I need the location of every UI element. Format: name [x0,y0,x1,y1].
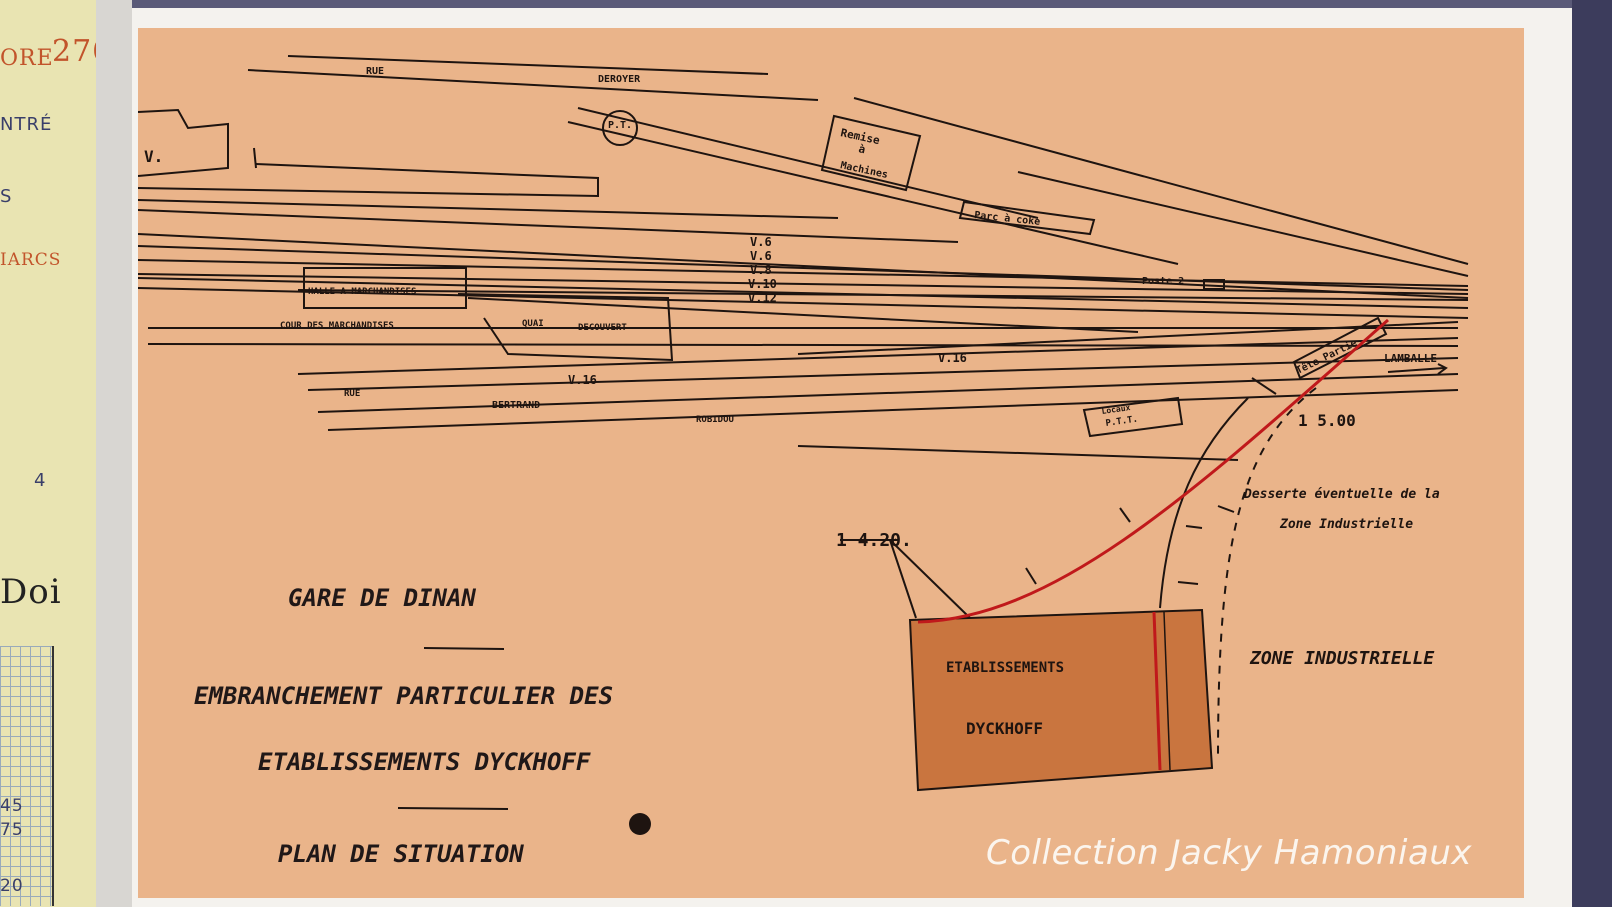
label-track: V.10 [748,277,777,291]
label-locaux: Locaux [1101,403,1131,416]
label-street: RUE [344,389,360,399]
doc-fragment: ORE [0,46,54,71]
doc-fragment: IARCS [0,250,62,270]
label-distance: 1 5.00 [1298,411,1356,430]
establishment-building [908,608,1214,792]
doc-fragment: Doi [0,572,62,612]
ink-dot [629,813,651,835]
doc-fragment: NTRÉ [0,114,53,135]
label-lamballe: LAMBALLE [1384,352,1437,365]
board-edge [96,0,132,907]
graph-grid [0,646,54,906]
wall-edge [1572,0,1612,907]
plan-subtitle: ETABLISSEMENTS DYCKHOFF [258,748,591,776]
track-plan: RUE DEROYER P.T. Remise à Machines Parc … [137,55,1469,868]
label-pt: P.T. [608,120,632,131]
label-track: V. [144,147,163,166]
plan-subtitle: EMBRANCHEMENT PARTICULIER DES [194,682,613,710]
label-remise: à [857,142,866,156]
label-desserte: Desserte éventuelle de la [1243,487,1440,502]
label-cour: COUR DES MARCHANDISES [280,321,394,331]
label-zone: ZONE INDUSTRIELLE [1249,648,1434,669]
track-lines [137,55,1469,810]
label-remise: Machines [839,159,889,181]
doc-fragment: 45 [0,796,24,816]
red-branch-line [917,318,1389,624]
doc-fragment: 276 [52,34,96,69]
label-halle: HALLE A MARCHANDISES [308,287,416,297]
label-poste: Poste 2 [1142,276,1184,287]
label-quai: QUAI [522,319,544,329]
label-street: BERTRAND [492,400,540,411]
doc-fragment: 20 [0,876,24,896]
label-track: V.16 [568,373,597,387]
photo-credit: Collection Jacky Hamoniaux [986,833,1472,873]
label-track: V.16 [938,351,967,365]
label-track: V.8 [750,263,772,277]
label-street: RUE [366,66,384,77]
label-track: V.6 [750,235,772,249]
label-decouvert: DECOUVERT [578,323,627,333]
label-street: ROBIDOU [696,415,734,425]
doc-fragment: S [0,186,13,207]
label-locaux: P.T.T. [1105,415,1139,429]
label-etablissements: ETABLISSEMENTS [946,660,1064,676]
label-track: V.12 [748,291,777,305]
doc-fragment: 4 [34,470,47,491]
label-track: V.6 [750,249,772,263]
background-document: ORE 276 NTRÉ S IARCS 4 Doi 45 75 20 [0,0,96,907]
label-dyckhoff: DYCKHOFF [966,719,1043,738]
plan-title: GARE DE DINAN [288,584,476,612]
doc-fragment: 75 [0,820,24,840]
label-street: DEROYER [598,74,641,85]
plan-photo: RUE DEROYER P.T. Remise à Machines Parc … [137,28,1524,898]
label-desserte: Zone Industrielle [1279,517,1413,532]
plan-subtitle: PLAN DE SITUATION [278,840,524,868]
label-distance: 1 4.20. [836,530,912,551]
